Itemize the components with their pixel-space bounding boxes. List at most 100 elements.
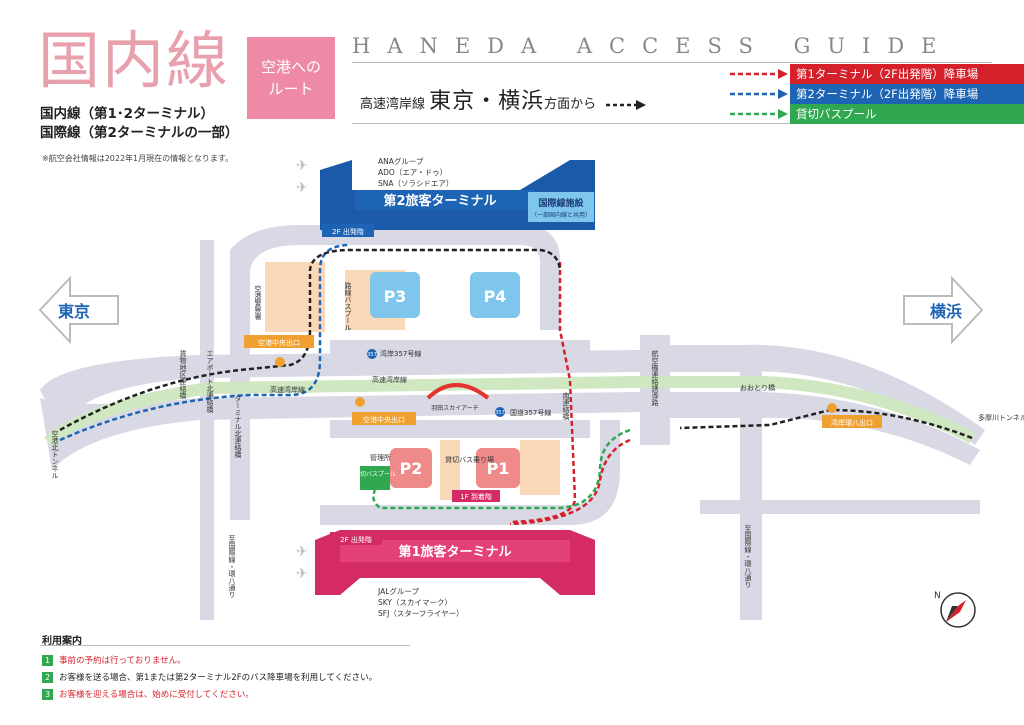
svg-text:国道357号線: 国道357号線 xyxy=(510,408,551,417)
usage-text: お客様を迎える場合は、始めに受付してください。 xyxy=(59,690,254,700)
svg-text:羽田スカイアーチ: 羽田スカイアーチ xyxy=(431,405,479,412)
airplane-icon: ✈ xyxy=(296,544,308,560)
divider xyxy=(352,123,992,124)
charter-bus-pool: 貸切バスプール xyxy=(354,466,396,490)
airport-access-map: P3 P4 P2 P1 第2旅客ターミナル 国際線施設 （一部国内線と共用） A… xyxy=(38,156,1024,628)
svg-text:JALグループ: JALグループ xyxy=(377,586,419,596)
svg-text:1F 到着階: 1F 到着階 xyxy=(460,492,492,501)
svg-text:貸切バスプール: 貸切バスプール xyxy=(354,470,396,478)
terminal2-airlines: ANAグループ ADO（エア・ドゥ） SNA（ソラシドエア） xyxy=(378,156,453,188)
airline-info-note: ※航空会社情報は2022年1月現在の情報となります。 xyxy=(42,154,234,163)
svg-text:ターミナル北連絡橋: ターミナル北連絡橋 xyxy=(234,395,242,459)
svg-text:N: N xyxy=(934,591,941,601)
exit-central-1: 空港中央出口 xyxy=(244,335,314,367)
route-terminal1-right xyxy=(509,262,577,524)
svg-text:ANAグループ: ANAグループ xyxy=(378,156,424,166)
route-box: 空港へのルート xyxy=(247,37,335,119)
svg-text:空港警察署: 空港警察署 xyxy=(254,284,262,321)
svg-text:2F 出発階: 2F 出発階 xyxy=(332,227,364,236)
usage-number: 3 xyxy=(42,688,53,700)
legend-label: 第2ターミナル（2F出発階）降車場 xyxy=(790,84,1024,104)
from-main: 東京・横浜 xyxy=(429,89,545,114)
route-terminal2 xyxy=(59,243,351,442)
terminal1-dep-tag: 2F 出発階 xyxy=(330,532,382,545)
svg-text:おおとり橋: おおとり橋 xyxy=(740,383,775,392)
black-dashed-arrow-icon xyxy=(606,99,647,110)
road-network xyxy=(40,225,985,620)
svg-text:横浜: 横浜 xyxy=(930,302,962,321)
legend-bus-pool: 貸切バスプール xyxy=(728,104,1024,124)
legend-label: 貸切バスプール xyxy=(790,104,1024,124)
usage-title: 利用案内 xyxy=(42,636,82,647)
airplane-icon: ✈ xyxy=(296,158,308,174)
terminal1-airlines: JALグループ SKY（スカイマーク） SFJ（スターフライヤー） xyxy=(377,586,464,618)
svg-text:第1旅客ターミナル: 第1旅客ターミナル xyxy=(398,544,511,560)
divider xyxy=(352,62,992,63)
svg-text:空港中央出口: 空港中央出口 xyxy=(258,338,300,347)
svg-text:多摩川トンネル（横浜方面）: 多摩川トンネル（横浜方面） xyxy=(978,413,1024,422)
parking-p3: P3 xyxy=(370,272,420,318)
svg-text:エアポート北連絡橋: エアポート北連絡橋 xyxy=(206,350,214,414)
compass-icon: N xyxy=(934,591,976,628)
svg-text:湾岸環八出口: 湾岸環八出口 xyxy=(831,418,873,427)
svg-text:ADO（エア・ドゥ）: ADO（エア・ドゥ） xyxy=(378,168,447,177)
svg-text:至国際線・環八通り: 至国際線・環八通り xyxy=(228,535,236,598)
svg-text:貸切バス乗り場: 貸切バス乗り場 xyxy=(445,455,494,464)
police-area xyxy=(265,262,325,332)
usage-number: 1 xyxy=(42,654,53,666)
svg-text:357: 357 xyxy=(367,352,377,358)
exit-central-2: 空港中央出口 xyxy=(352,397,416,425)
subtitle-international: 国際線（第2ターミナルの一部） xyxy=(40,125,239,141)
svg-text:南連絡橋: 南連絡橋 xyxy=(562,391,570,421)
terminal1-building: 第1旅客ターミナル xyxy=(315,530,595,595)
usage-number: 2 xyxy=(42,671,53,683)
svg-text:管理所: 管理所 xyxy=(370,453,391,462)
page-title: 国内線 xyxy=(38,24,231,97)
subtitle-domestic: 国内線（第1･2ターミナル） xyxy=(40,106,215,122)
usage-text: 事前の予約は行っておりません。 xyxy=(59,656,186,666)
exit-kanpachi: 湾岸環八出口 xyxy=(822,403,882,428)
airplane-icon: ✈ xyxy=(296,566,308,582)
svg-text:東京: 東京 xyxy=(58,302,90,321)
terminal1-arr-tag: 1F 到着階 xyxy=(452,490,500,502)
svg-text:P2: P2 xyxy=(400,459,423,478)
usage-text: お客様を送る場合、第1または第2ターミナル2Fのバス降車場を利用してください。 xyxy=(59,673,378,683)
svg-text:空港中央出口: 空港中央出口 xyxy=(363,415,405,424)
svg-text:P4: P4 xyxy=(484,287,507,306)
svg-text:SNA（ソラシドエア）: SNA（ソラシドエア） xyxy=(378,179,453,188)
svg-text:航空機連絡誘導路: 航空機連絡誘導路 xyxy=(651,349,659,407)
terminal2-dep-tag: 2F 出発階 xyxy=(322,224,374,237)
svg-text:国際線施設: 国際線施設 xyxy=(538,197,584,209)
svg-text:湾岸357号線: 湾岸357号線 xyxy=(380,349,421,358)
svg-text:路線バスプール: 路線バスプール xyxy=(344,281,352,331)
red-dashed-arrow-icon xyxy=(730,69,788,79)
usage-item: 1 事前の予約は行っておりません。 xyxy=(42,654,186,666)
route-red-t1 xyxy=(509,438,631,526)
svg-text:至国際線・環八通り: 至国際線・環八通り xyxy=(744,525,752,588)
wangan-expressway xyxy=(44,376,975,447)
svg-text:2F 出発階: 2F 出発階 xyxy=(340,535,372,544)
parking-p1: P1 xyxy=(476,448,520,488)
terminal2-building: 第2旅客ターミナル 国際線施設 （一部国内線と共用） xyxy=(320,160,595,230)
svg-text:SKY（スカイマーク）: SKY（スカイマーク） xyxy=(378,598,452,607)
route-box-line2: ルート xyxy=(268,80,314,98)
svg-text:高速湾岸線: 高速湾岸線 xyxy=(372,375,407,384)
from-direction: 高速湾岸線 東京・横浜方面から xyxy=(360,83,647,115)
route-bus-pool xyxy=(372,428,631,510)
airplane-icon: ✈ xyxy=(296,180,308,196)
from-suffix: 方面から xyxy=(544,97,597,112)
svg-text:SFJ（スターフライヤー）: SFJ（スターフライヤー） xyxy=(378,609,464,618)
svg-text:P1: P1 xyxy=(487,459,510,478)
legend-terminal1: 第1ターミナル（2F出発階）降車場 xyxy=(728,64,1024,84)
svg-text:P3: P3 xyxy=(384,287,407,306)
tokyo-direction: 東京 xyxy=(38,275,119,345)
from-prefix: 高速湾岸線 xyxy=(360,97,426,112)
yokohama-direction: 横浜 xyxy=(903,275,984,345)
svg-text:（一部国内線と共用）: （一部国内線と共用） xyxy=(531,211,591,219)
svg-text:第2旅客ターミナル: 第2旅客ターミナル xyxy=(383,193,496,209)
usage-item: 3 お客様を迎える場合は、始めに受付してください。 xyxy=(42,688,254,700)
sky-arch xyxy=(426,383,490,400)
divider xyxy=(40,645,410,646)
blue-dashed-arrow-icon xyxy=(730,89,788,99)
green-dashed-arrow-icon xyxy=(730,109,788,119)
